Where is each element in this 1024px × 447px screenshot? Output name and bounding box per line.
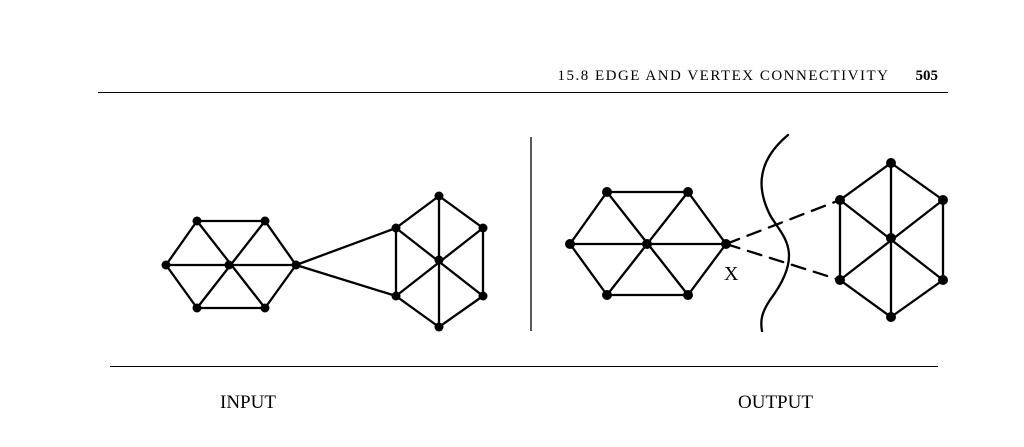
vertex bbox=[260, 216, 270, 226]
bridge-edge bbox=[294, 226, 398, 267]
vertex bbox=[434, 255, 444, 265]
vertex bbox=[938, 275, 948, 285]
bridge-edge bbox=[294, 263, 398, 298]
cut-edge-dashed bbox=[724, 242, 842, 282]
vertex bbox=[602, 187, 612, 197]
vertex bbox=[192, 303, 202, 313]
vertex bbox=[192, 216, 202, 226]
figure-rule bbox=[110, 366, 938, 367]
cut-vertex bbox=[721, 239, 731, 249]
running-head: 15.8 EDGE AND VERTEX CONNECTIVITY 505 bbox=[100, 68, 938, 85]
output-caption: OUTPUT bbox=[738, 392, 813, 413]
input-vertices bbox=[161, 191, 488, 332]
vertex bbox=[565, 239, 575, 249]
input-caption: INPUT bbox=[220, 392, 276, 413]
header-rule bbox=[98, 92, 948, 93]
vertex bbox=[683, 290, 693, 300]
section-title: 15.8 EDGE AND VERTEX CONNECTIVITY bbox=[557, 68, 890, 84]
page-number: 505 bbox=[915, 68, 939, 84]
vertex bbox=[886, 158, 896, 168]
vertex bbox=[161, 260, 171, 270]
vertex bbox=[478, 223, 488, 233]
vertex bbox=[642, 239, 652, 249]
vertex bbox=[434, 191, 444, 201]
vertex bbox=[478, 291, 488, 301]
vertex bbox=[260, 303, 270, 313]
cut-edge-dashed bbox=[724, 198, 842, 246]
vertex bbox=[391, 291, 401, 301]
vertex bbox=[602, 290, 612, 300]
vertex bbox=[391, 223, 401, 233]
vertex bbox=[886, 312, 896, 322]
vertex bbox=[835, 275, 845, 285]
cut-vertex-label: X bbox=[724, 263, 739, 285]
vertex bbox=[434, 322, 444, 332]
vertex bbox=[886, 233, 896, 243]
vertex bbox=[835, 195, 845, 205]
vertex bbox=[291, 260, 301, 270]
vertex bbox=[224, 260, 234, 270]
vertex bbox=[938, 195, 948, 205]
output-vertices bbox=[565, 158, 948, 322]
cut-curve bbox=[760, 133, 791, 333]
vertex bbox=[683, 187, 693, 197]
